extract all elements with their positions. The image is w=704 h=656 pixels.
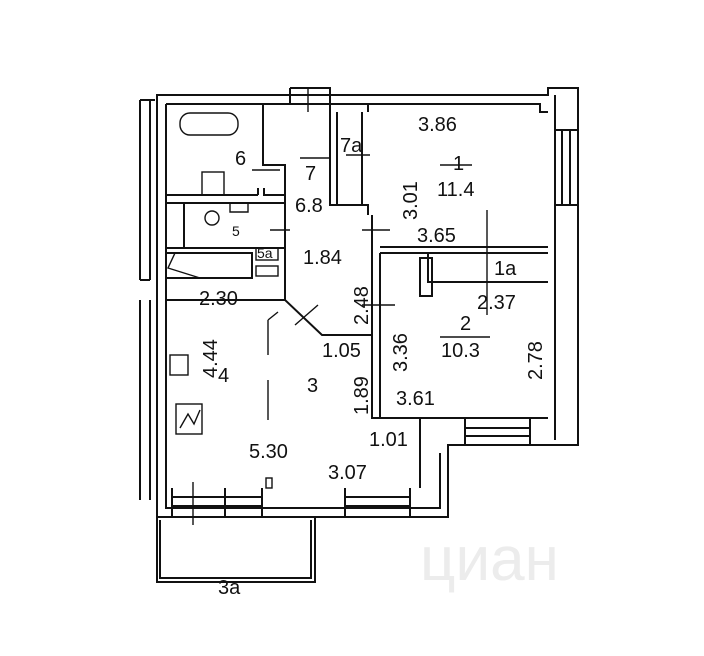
- room-4-label: 4: [218, 365, 229, 387]
- room-5-label: 5: [232, 223, 240, 239]
- dim-3-01: 3.01: [400, 181, 422, 220]
- stove-icon: [175, 403, 203, 435]
- bathtub-icon: [179, 112, 239, 136]
- room-7-label: 7: [305, 163, 316, 185]
- dim-3-07: 3.07: [328, 462, 367, 484]
- room-1a-label: 1a: [494, 258, 517, 280]
- room-6-label: 6: [235, 148, 246, 170]
- dim-2-78: 2.78: [525, 341, 547, 380]
- dim-1-89: 1.89: [351, 376, 373, 415]
- dim-1-01: 1.01: [369, 429, 408, 451]
- dim-3-86: 3.86: [418, 114, 457, 136]
- room-3a-label: 3a: [218, 577, 241, 599]
- dim-2-48: 2.48: [351, 286, 373, 325]
- room-7a-label: 7a: [340, 135, 363, 157]
- room-7-area: 6.8: [295, 195, 323, 217]
- watermark: циан: [420, 525, 559, 594]
- dimension-labels: 3.86 3.01 3.65 1.84 2.48 2.37 2.30 4.44 …: [199, 114, 547, 484]
- dim-4-44: 4.44: [200, 339, 222, 378]
- room-labels: 6 7 6.8 7a 1 11.4 1a 2 10.3 3 3a 4 5 5a: [218, 135, 517, 599]
- closet-5a: [255, 247, 279, 261]
- interior-walls: [156, 104, 548, 583]
- dimension-lines: [192, 88, 490, 525]
- room-3-label: 3: [307, 375, 318, 397]
- dim-2-30: 2.30: [199, 288, 238, 310]
- room-2-label: 2: [460, 313, 471, 335]
- dim-1-05: 1.05: [322, 340, 361, 362]
- radiator-icon: [169, 354, 189, 376]
- outer-walls: [139, 87, 579, 518]
- dim-1-84: 1.84: [303, 247, 342, 269]
- sink-icon: [201, 171, 225, 196]
- room-1-area: 11.4: [437, 179, 474, 201]
- dim-3-65: 3.65: [417, 225, 456, 247]
- room-5a-label: 5a: [257, 245, 273, 261]
- dim-3-36: 3.36: [390, 333, 412, 372]
- room-2-area: 10.3: [441, 340, 480, 362]
- room-1-label: 1: [453, 153, 464, 175]
- dim-2-37: 2.37: [477, 292, 516, 314]
- dim-5-30: 5.30: [249, 441, 288, 463]
- toilet-icon: [204, 210, 220, 226]
- dim-3-61: 3.61: [396, 388, 435, 410]
